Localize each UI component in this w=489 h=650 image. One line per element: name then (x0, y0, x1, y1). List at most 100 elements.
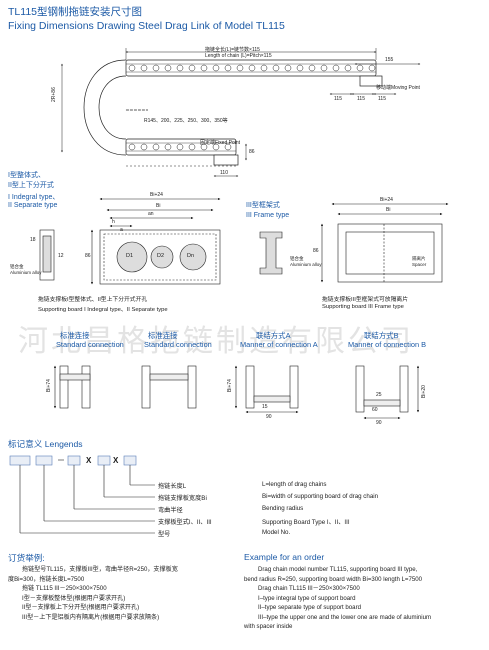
type3-cn: III型框架式 (246, 202, 280, 209)
dim-115-a: 115 (334, 96, 342, 102)
radius-values: R145、200、225、250、300、350等 (144, 118, 228, 124)
mr-dim-86: 86 (313, 248, 319, 254)
order-cn-line-0: 拖链型号TL115，支撑板III型，弯曲半径R=250，支撑板宽 (22, 566, 178, 573)
chain-link-pin (296, 64, 304, 72)
order-cn-line-1: 度Bi=300，拖链长度L=7500 (8, 575, 85, 583)
chain-link-pin (212, 143, 220, 151)
chain-link-pin (236, 64, 244, 72)
order-en-line-2: Drag chain TL115 III－250×300×7500 (258, 585, 360, 592)
support-board-type-3 (259, 202, 449, 283)
chain-link-pin (368, 64, 376, 72)
ml-h: h (112, 219, 115, 225)
chain-link-pin (152, 143, 160, 151)
chain-link-pin (224, 143, 232, 151)
legend-cn-3: 支撑板型式I、II、III (158, 519, 212, 526)
order-en-line-1: bend radius R=250, supporting board widt… (244, 575, 423, 583)
dim-110: 110 (220, 170, 228, 176)
chain-link-pin (284, 64, 292, 72)
chain-link-pin (164, 143, 172, 151)
chain-link-pin (140, 64, 148, 72)
conn2-cn: 标准连接 (148, 331, 178, 340)
conn-dim-bi74-a: Bi+74 (46, 379, 52, 392)
code-x1: X (86, 456, 92, 465)
order-en-line-0: Drag chain model number TL115, supportin… (258, 566, 418, 573)
order-en-line-5: III–type the upper one and the lower one… (258, 613, 432, 621)
legend-en-1: Bi=width of supporting board of drag cha… (262, 493, 379, 500)
ml-a: a (120, 227, 123, 233)
chain-link-pin (152, 64, 160, 72)
ml-an: an (148, 211, 154, 217)
chain-link-pin (320, 64, 328, 72)
order-title-cn: 订货举例: (8, 553, 45, 563)
conn1-en: Standard connection (56, 340, 124, 349)
length-label-en: Length of chain (L)=Pitch×115 (205, 53, 272, 59)
chain-link-pin (128, 143, 136, 151)
chain-link-pin (176, 143, 184, 151)
ml-alloy: 铝合金 Aluminium alloy (10, 264, 42, 275)
dim-155: 155 (385, 57, 394, 63)
chain-link-pin (224, 64, 232, 72)
chain-link-pin (212, 64, 220, 72)
fixed-point-label: 固定端Fixed Point (200, 140, 241, 146)
conn1-cn: 标准连接 (60, 331, 90, 340)
chain-link-pin (140, 143, 148, 151)
conn4-en: Manner of connection B (348, 340, 427, 349)
ml-d2: D2 (157, 253, 165, 259)
mr-bi24: Bi+24 (380, 197, 393, 203)
mr-alloy: 铝合金 Aluminium alloy (290, 256, 322, 267)
length-label-cn: 拖链全长(L)=链节数×115 (205, 47, 260, 53)
ml-bi24: Bi+24 (150, 192, 163, 198)
dim-86-top: 86 (249, 149, 255, 155)
chain-link-pin (188, 143, 196, 151)
conn-dim-25: 25 (376, 392, 382, 398)
type3-en: III Frame type (246, 212, 290, 219)
ml-caption-en: Supporting board I Indegral type、II Sepa… (38, 307, 168, 313)
type2-en: II Separate type (8, 202, 58, 209)
mr-bi: Bi (386, 207, 391, 213)
conn-dim-90-b: 90 (376, 420, 382, 426)
mr-caption-cn: 拖链支撑板III型框架式可放隔离片 (322, 297, 408, 303)
order-cn-line-2: 拖链 TL115 III－250×300×7500 (22, 585, 107, 592)
code-x2: X (113, 456, 119, 465)
type2-cn: II型上下分开式 (8, 182, 54, 189)
order-en-line-4: II–type separate type of support board (258, 604, 361, 611)
legend-en-2: Bending radius (262, 505, 304, 512)
drag-chain-elevation (83, 59, 383, 166)
chain-link-pin (248, 64, 256, 72)
conn4-cn: 联结方式B (364, 331, 399, 340)
dim-115-c: 115 (378, 96, 386, 102)
chain-link-pin (188, 64, 196, 72)
chain-link-pin (356, 64, 364, 72)
order-cn-line-5: III型－上下是铝板内有隔离片(根据用户要求放隔条) (22, 613, 160, 621)
legend-code-diagram (9, 455, 155, 534)
legend-en-3: Supporting Board Type I、II、III (262, 519, 350, 526)
order-block-cn: 拖链型号TL115，支撑板III型，弯曲半径R=250，支撑板宽 度Bi=300… (8, 565, 243, 622)
conn3-en: Manner of connection A (240, 340, 318, 349)
order-en-line-3: I–type integral type of support board (258, 594, 356, 602)
ml-caption-cn: 拖链支撑板I型整体式、II型上下分开式开孔 (38, 297, 148, 303)
ml-dim-12: 12 (58, 253, 64, 259)
order-title-en: Example for an order (244, 552, 325, 562)
conn-dim-bi74-b: Bi+74 (227, 379, 233, 392)
title-chinese: TL115型钢制拖链安装尺寸图 (8, 6, 142, 18)
conn2-en: Standard connection (144, 340, 212, 349)
legend-cn-4: 型号 (158, 531, 171, 538)
dim-115-b: 115 (357, 96, 365, 102)
conn-dim-60: 60 (372, 407, 378, 413)
ml-d1: D1 (126, 253, 134, 259)
chain-links-top (128, 64, 376, 151)
chain-link-pin (164, 64, 172, 72)
ml-dim-18: 18 (30, 237, 36, 243)
connection-drawings (53, 365, 420, 420)
support-board-type-1-2 (39, 197, 221, 285)
legend-en-0: L=length of drag chains (262, 481, 327, 488)
legend-title: 标记意义 Lengends (8, 439, 83, 449)
chain-link-pin (260, 64, 268, 72)
order-block-en: Drag chain model number TL115, supportin… (244, 565, 484, 632)
order-cn-line-4: II型－支撑板上下分开型(根据用户要求开孔) (22, 604, 140, 611)
type1-en: I Indegral type、 (8, 194, 60, 201)
legend-cn-1: 拖链支撑板宽度Bi (158, 495, 207, 502)
chain-link-pin (308, 64, 316, 72)
type1-cn: I型整体式、 (8, 172, 45, 179)
